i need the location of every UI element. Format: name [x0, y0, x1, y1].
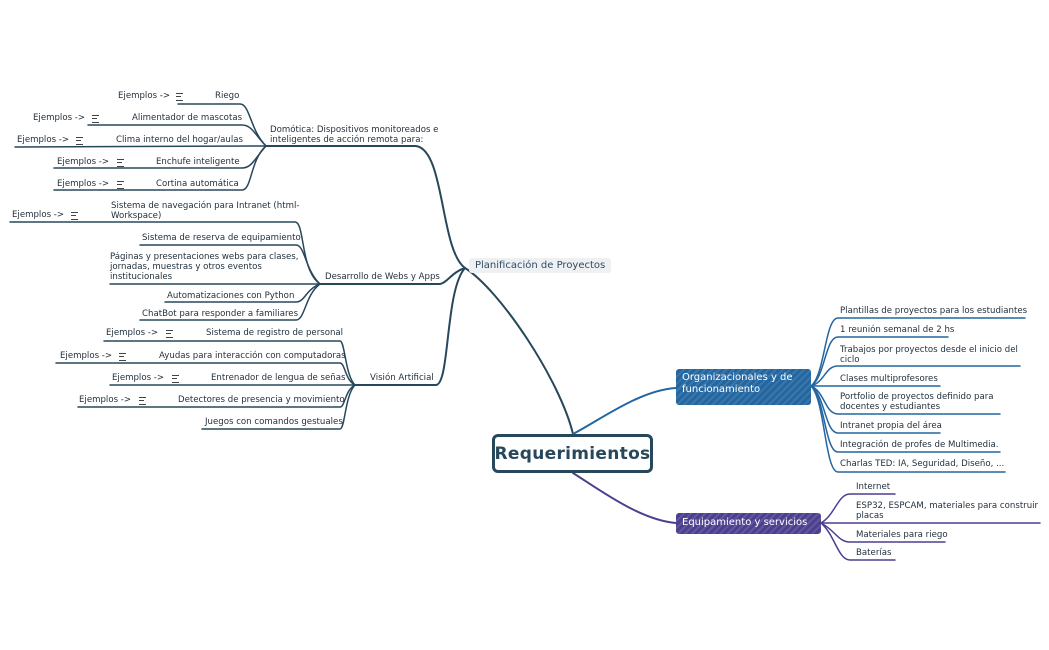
example-link[interactable]: Ejemplos -> — [33, 113, 86, 123]
item-python[interactable]: Automatizaciones con Python — [167, 291, 295, 301]
org-item[interactable]: Plantillas de proyectos para los estudia… — [840, 306, 1028, 316]
note-icon[interactable] — [139, 397, 146, 405]
topic-organizacionales[interactable]: Organizacionales y de funcionamiento — [676, 369, 811, 405]
org-item[interactable]: 1 reunión semanal de 2 hs — [840, 325, 955, 335]
example-link[interactable]: Ejemplos -> — [79, 395, 132, 405]
item-reserva[interactable]: Sistema de reserva de equipamiento — [142, 233, 301, 243]
org-item[interactable]: Clases multiprofesores — [840, 374, 938, 384]
example-link[interactable]: Ejemplos -> — [60, 351, 113, 361]
org-item[interactable]: Integración de profes de Multimedia. — [840, 440, 999, 450]
item-clima[interactable]: Clima interno del hogar/aulas — [116, 135, 244, 145]
note-icon[interactable] — [117, 159, 124, 167]
item-senas[interactable]: Entrenador de lengua de señas — [211, 373, 346, 383]
root-label: Requerimientos — [494, 443, 651, 464]
subtopic-webs[interactable]: Desarrollo de Webs y Apps — [325, 272, 440, 282]
item-chatbot[interactable]: ChatBot para responder a familiares — [142, 309, 299, 319]
org-item[interactable]: Intranet propia del área — [840, 421, 942, 431]
item-navegacion-intranet[interactable]: Sistema de navegación para Intranet (htm… — [111, 201, 300, 221]
root-topic[interactable]: Requerimientos — [492, 434, 653, 473]
item-alimentador[interactable]: Alimentador de mascotas — [132, 113, 243, 123]
item-detectores[interactable]: Detectores de presencia y movimiento — [178, 395, 345, 405]
note-icon[interactable] — [176, 93, 183, 101]
example-link[interactable]: Ejemplos -> — [57, 157, 110, 167]
note-icon[interactable] — [172, 375, 179, 383]
example-link[interactable]: Ejemplos -> — [57, 179, 110, 189]
topic-organizacionales-label: Organizacionales y de funcionamiento — [682, 372, 793, 395]
item-paginas[interactable]: Páginas y presentaciones webs para clase… — [110, 252, 299, 282]
note-icon[interactable] — [119, 353, 126, 361]
org-item[interactable]: Charlas TED: IA, Seguridad, Diseño, ... — [840, 459, 1005, 469]
org-item[interactable]: Trabajos por proyectos desde el inicio d… — [840, 345, 1018, 365]
topic-planificacion[interactable]: Planificación de Proyectos — [469, 258, 612, 273]
item-cortina[interactable]: Cortina automática — [156, 179, 239, 189]
example-link[interactable]: Ejemplos -> — [17, 135, 70, 145]
example-link[interactable]: Ejemplos -> — [12, 210, 65, 220]
note-icon[interactable] — [71, 212, 78, 220]
note-icon[interactable] — [76, 137, 83, 145]
equip-item[interactable]: ESP32, ESPCAM, materiales para construir… — [856, 501, 1039, 521]
item-registro[interactable]: Sistema de registro de personal — [206, 328, 344, 338]
topic-equipamiento[interactable]: Equipamiento y servicios — [676, 513, 821, 534]
equip-item[interactable]: Internet — [856, 482, 891, 492]
note-icon[interactable] — [92, 115, 99, 123]
subtopic-vision[interactable]: Visión Artificial — [370, 373, 434, 383]
example-link[interactable]: Ejemplos -> — [118, 91, 171, 101]
example-link[interactable]: Ejemplos -> — [112, 373, 165, 383]
note-icon[interactable] — [166, 330, 173, 338]
subtopic-domotica[interactable]: Domótica: Dispositivos monitoreados e in… — [270, 125, 439, 145]
topic-equipamiento-label: Equipamiento y servicios — [682, 517, 808, 528]
topic-planificacion-label: Planificación de Proyectos — [475, 260, 606, 271]
example-link[interactable]: Ejemplos -> — [106, 328, 159, 338]
item-ayudas[interactable]: Ayudas para interacción con computadoras — [159, 351, 346, 361]
org-item[interactable]: Portfolio de proyectos definido para doc… — [840, 392, 994, 412]
item-riego[interactable]: Riego — [215, 91, 240, 101]
equip-item[interactable]: Baterías — [856, 548, 892, 558]
equip-item[interactable]: Materiales para riego — [856, 530, 948, 540]
item-juegos[interactable]: Juegos con comandos gestuales — [205, 417, 343, 427]
note-icon[interactable] — [117, 181, 124, 189]
item-enchufe[interactable]: Enchufe inteligente — [156, 157, 240, 167]
